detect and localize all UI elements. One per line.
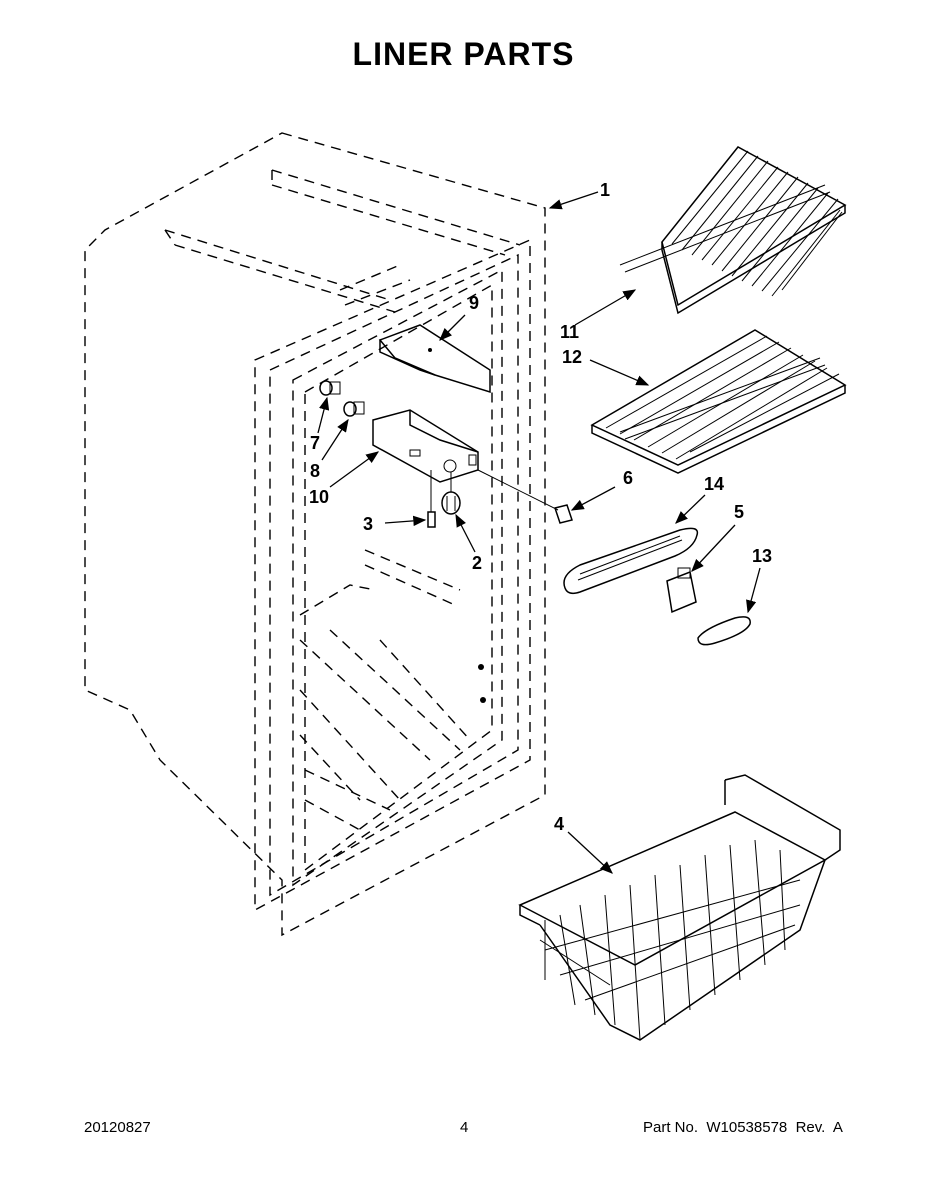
light-housing <box>319 380 559 528</box>
freezer-liner-cabinet <box>84 132 546 937</box>
leader-lines <box>317 191 761 874</box>
callout-14: 14 <box>704 474 724 494</box>
vent-grille <box>563 527 699 595</box>
footer-part-number: Part No. W10538578 Rev. A <box>643 1119 843 1136</box>
callout-13: 13 <box>752 546 772 566</box>
thermostat-control <box>666 567 697 614</box>
light-shield <box>378 324 491 394</box>
wire-shelf-lower <box>590 329 847 474</box>
callout-11: 11 <box>560 322 579 342</box>
footer-date: 20120827 <box>84 1119 151 1136</box>
callout-3: 3 <box>363 514 373 534</box>
callout-1: 1 <box>600 180 610 200</box>
callout-5: 5 <box>734 502 744 522</box>
callout-4: 4 <box>554 814 564 834</box>
callout-2: 2 <box>472 553 482 573</box>
callout-10: 10 <box>309 487 329 507</box>
clip <box>554 504 573 524</box>
wire-shelf-upper <box>619 146 847 315</box>
callout-9: 9 <box>469 293 479 313</box>
freezer-basket <box>518 774 841 1041</box>
callout-8: 8 <box>310 461 320 481</box>
callout-7: 7 <box>310 433 320 453</box>
callout-12: 12 <box>562 347 582 367</box>
control-knob <box>697 616 751 646</box>
page-title: LINER PARTS <box>352 36 575 72</box>
footer-page-number: 4 <box>460 1119 469 1136</box>
callout-6: 6 <box>623 468 633 488</box>
